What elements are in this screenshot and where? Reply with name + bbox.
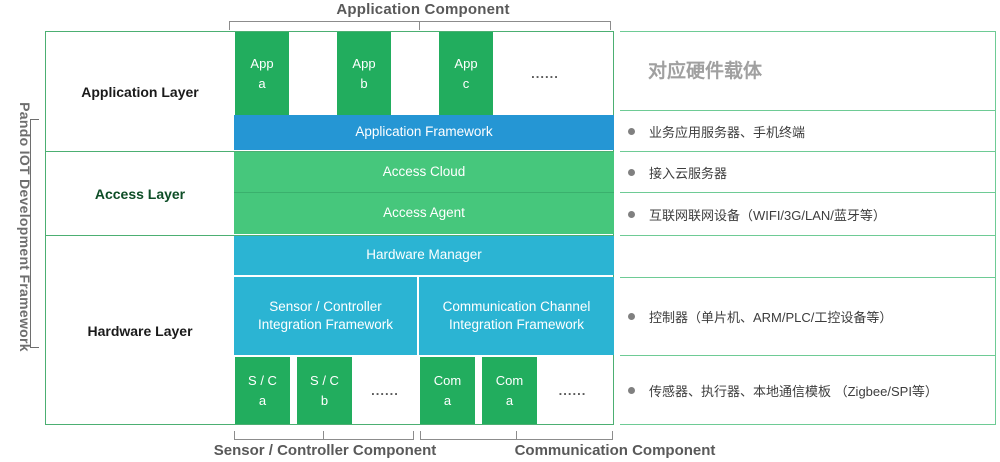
app-chip-line2: c — [462, 75, 470, 91]
comm-chip-line2: a — [443, 392, 452, 408]
sensor-controller-chip[interactable]: S / C a — [235, 357, 290, 424]
layer-label-application-text: Application Layer — [81, 83, 199, 100]
app-chip-line1: App — [454, 56, 478, 71]
app-chip-line1: App — [250, 56, 274, 71]
sensor-chip-line2: a — [258, 392, 267, 408]
sensor-framework-line2: Integration Framework — [257, 317, 394, 332]
carrier-row-text: 互联网联网设备（WIFI/3G/LAN/蓝牙等） — [649, 207, 886, 223]
layer-label-hardware: Hardware Layer — [46, 236, 234, 425]
access-cloud-bar[interactable]: Access Cloud — [234, 152, 614, 193]
right-divider — [620, 235, 996, 236]
app-chip[interactable]: App c — [439, 32, 493, 115]
right-divider — [620, 151, 996, 152]
carrier-row: 业务应用服务器、手机终端 — [628, 111, 996, 151]
right-divider — [620, 277, 996, 278]
sensor-chip-line2: b — [320, 392, 329, 408]
carrier-row-text: 接入云服务器 — [649, 165, 728, 181]
application-component-bracket-tick — [419, 21, 420, 30]
access-agent-bar[interactable]: Access Agent — [234, 193, 614, 234]
right-divider — [620, 355, 996, 356]
carrier-row: 接入云服务器 — [628, 152, 996, 192]
communication-chip[interactable]: Com a — [420, 357, 475, 424]
comm-chip-line2: a — [505, 392, 514, 408]
bullet-icon — [628, 127, 635, 135]
layer-label-access-text: Access Layer — [94, 185, 186, 202]
sensor-framework-line1: Sensor / Controller — [269, 299, 382, 315]
hardware-carrier-heading: 对应硬件载体 — [648, 61, 763, 82]
application-framework-bar[interactable]: Application Framework — [234, 115, 614, 150]
bullet-icon — [628, 210, 635, 218]
layer-label-application: Application Layer — [46, 32, 234, 151]
framework-vertical-bracket — [30, 119, 39, 348]
comm-framework-line1: Communication Channel — [442, 299, 591, 315]
carrier-row: 传感器、执行器、本地通信模板 （Zigbee/SPI等） — [628, 356, 996, 424]
app-chip-line2: a — [258, 75, 266, 91]
communication-component-bracket-label: Communication Component — [514, 442, 716, 459]
sensor-chip-line1: S / C — [310, 373, 339, 388]
layer-label-hardware-text: Hardware Layer — [87, 322, 193, 339]
bullet-icon — [628, 168, 635, 176]
communication-ellipsis: ...... — [558, 383, 587, 398]
carrier-row-text: 控制器（单片机、ARM/PLC/工控设备等） — [649, 310, 893, 325]
sensor-chip-line1: S / C — [248, 373, 277, 388]
app-chip[interactable]: App a — [235, 32, 289, 115]
communication-component-bracket-tick — [516, 431, 517, 440]
hardware-carrier-panel — [620, 31, 996, 425]
sensor-controller-chip[interactable]: S / C b — [297, 357, 352, 424]
bullet-icon — [628, 386, 635, 394]
sensor-component-bracket-tick — [323, 431, 324, 440]
access-divider — [234, 192, 614, 193]
application-component-bracket — [229, 21, 611, 30]
layer-separator-access-hardware — [45, 235, 614, 236]
hardware-manager-bar[interactable]: Hardware Manager — [234, 236, 614, 275]
app-chip-line1: App — [352, 56, 376, 71]
communication-channel-integration-framework-bar[interactable]: Communication Channel Integration Framew… — [419, 277, 614, 355]
communication-chip[interactable]: Com a — [482, 357, 537, 424]
app-chip-line2: b — [360, 75, 368, 91]
carrier-row: 互联网联网设备（WIFI/3G/LAN/蓝牙等） — [628, 193, 996, 235]
comm-framework-line2: Integration Framework — [448, 317, 585, 332]
sensor-component-bracket-label: Sensor / Controller Component — [213, 442, 437, 459]
app-chip[interactable]: App b — [337, 32, 391, 115]
application-component-bracket-label: Application Component — [336, 1, 510, 18]
sensor-ellipsis: ...... — [371, 383, 399, 398]
bullet-icon — [628, 313, 635, 320]
comm-chip-line1: Com — [495, 373, 524, 388]
layer-separator-application-access — [45, 151, 614, 152]
right-divider — [620, 110, 996, 111]
carrier-row-text: 传感器、执行器、本地通信模板 （Zigbee/SPI等） — [649, 383, 938, 399]
right-divider — [620, 192, 996, 193]
layer-label-access: Access Layer — [46, 152, 234, 235]
sensor-component-bracket — [234, 431, 414, 440]
comm-chip-line1: Com — [433, 373, 462, 388]
carrier-row: 控制器（单片机、ARM/PLC/工控设备等） — [628, 278, 996, 355]
app-ellipsis: ...... — [531, 66, 559, 81]
carrier-row-text: 业务应用服务器、手机终端 — [649, 124, 806, 140]
sensor-controller-integration-framework-bar[interactable]: Sensor / Controller Integration Framewor… — [234, 277, 417, 355]
